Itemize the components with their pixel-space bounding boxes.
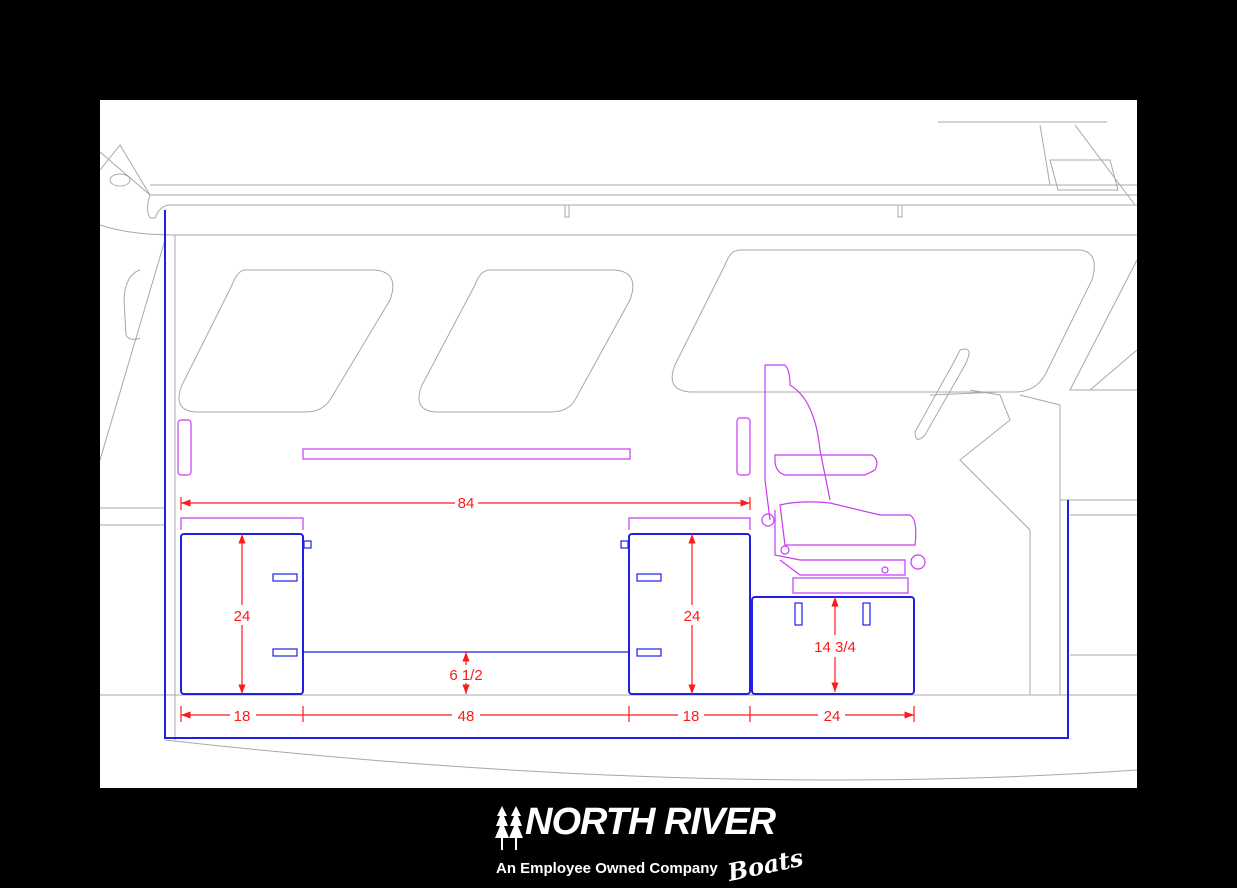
dim-left-cabinet-height: 24 <box>234 608 251 625</box>
north-river-logo: NORTH RIVER An Employee Owned Company Bo… <box>495 800 825 888</box>
dim-overall-width: 84 <box>458 495 475 512</box>
cushion-right <box>628 517 751 530</box>
drawing-sheet: 84 24 24 6 1/2 14 3/4 18 48 18 24 <box>100 100 1137 788</box>
window-center <box>418 269 634 413</box>
dim-shelf-height: 6 1/2 <box>449 667 482 684</box>
brand-name: NORTH RIVER <box>525 801 776 843</box>
cushion-left <box>180 517 304 530</box>
cabin-layout-diagram: 84 24 24 6 1/2 14 3/4 18 48 18 24 <box>100 121 1137 781</box>
tagline: An Employee Owned Company <box>496 860 718 877</box>
cabin-floor-outline <box>164 210 1069 739</box>
door-handle-left <box>177 419 192 476</box>
hull-outline <box>100 121 1137 781</box>
window-left <box>178 269 394 413</box>
brand-script: Boats <box>724 843 806 888</box>
dim-right-cabinet-height: 24 <box>684 608 701 625</box>
dim-right-cabinet-width: 18 <box>683 708 700 725</box>
pine-trees-icon <box>495 806 523 850</box>
grab-rail <box>302 448 631 460</box>
dim-gap-width: 48 <box>458 708 475 725</box>
cabinet-handles <box>272 540 871 657</box>
dim-left-cabinet-width: 18 <box>234 708 251 725</box>
helm-seat <box>761 364 926 594</box>
door-handle-right <box>736 417 751 476</box>
dimensions: 84 24 24 6 1/2 14 3/4 18 48 18 24 <box>181 495 914 725</box>
window-windshield <box>671 249 1095 393</box>
dim-seat-box-height: 14 3/4 <box>814 639 856 656</box>
dim-seat-box-width: 24 <box>824 708 841 725</box>
